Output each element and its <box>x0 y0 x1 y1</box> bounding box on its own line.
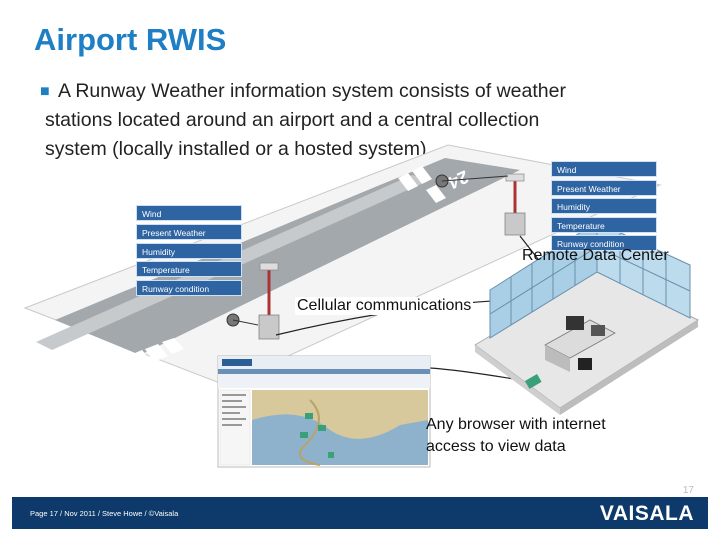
right-param-humidity: Humidity <box>551 198 657 214</box>
left-param-humidity: Humidity <box>136 243 242 259</box>
weather-station-left <box>226 262 280 340</box>
bullet-line-2: stations located around an airport and a… <box>45 109 540 131</box>
remote-data-center-label: Remote Data Center <box>522 247 669 264</box>
slide-title: Airport RWIS <box>34 22 227 57</box>
runway-marking-near: 09 <box>96 368 123 395</box>
page-number: 17 <box>682 485 694 496</box>
browser-access-line-1: Any browser with internet <box>426 416 606 433</box>
right-param-present-weather: Present Weather <box>551 180 657 196</box>
browser-access-label: Any browser with internet access to view… <box>426 414 606 458</box>
browser-screenshot <box>217 355 431 468</box>
cellular-communications-label: Cellular communications <box>295 297 474 315</box>
weather-station-right <box>435 173 526 236</box>
vaisala-logo: VAISALA <box>599 502 694 525</box>
bullet-line-3: system (locally installed or a hosted sy… <box>45 138 432 160</box>
bullet-square-icon: ■ <box>40 83 50 100</box>
remote-data-center-room <box>474 221 700 415</box>
right-param-runway-condition: Runway condition <box>551 235 657 251</box>
browser-access-line-2: access to view data <box>426 438 566 455</box>
browser-link-line <box>429 367 521 381</box>
right-param-wind: Wind <box>551 161 657 177</box>
footer-bar: 17 Page 17 / Nov 2011 / Steve Howe / ©Va… <box>12 485 708 529</box>
left-param-wind: Wind <box>136 205 242 221</box>
left-param-runway-condition: Runway condition <box>136 280 242 296</box>
bullet-line-1: A Runway Weather information system cons… <box>58 80 566 102</box>
left-param-present-weather: Present Weather <box>136 224 242 240</box>
left-param-temperature: Temperature <box>136 261 242 277</box>
footer-text: Page 17 / Nov 2011 / Steve Howe / ©Vaisa… <box>30 509 179 518</box>
bullet-point: ■ A Runway Weather information system co… <box>40 77 680 164</box>
right-param-temperature: Temperature <box>551 217 657 233</box>
